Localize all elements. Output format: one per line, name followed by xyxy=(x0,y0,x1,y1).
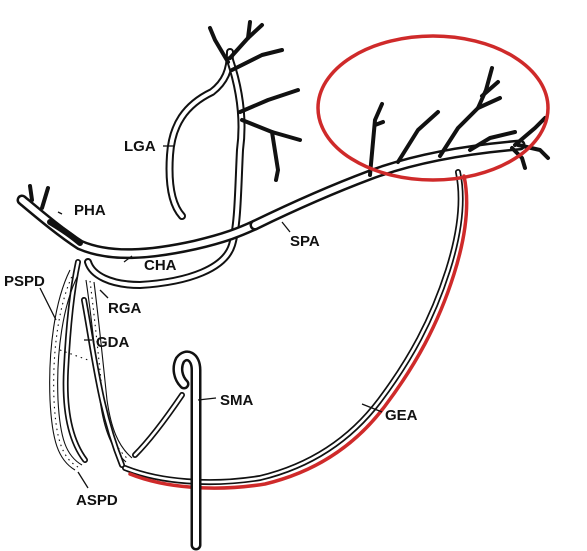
label-gda: GDA xyxy=(96,334,130,351)
left-gastric-artery xyxy=(84,20,302,289)
label-rga: RGA xyxy=(108,300,142,317)
superior-mesenteric-artery xyxy=(132,350,202,551)
label-lga: LGA xyxy=(124,138,156,155)
highlight-ellipse xyxy=(316,34,550,182)
label-spa: SPA xyxy=(290,233,320,250)
label-leaders xyxy=(39,145,383,489)
common-hepatic-artery xyxy=(16,184,261,260)
label-pspd: PSPD xyxy=(4,273,45,290)
label-sma: SMA xyxy=(220,392,254,409)
splenic-artery xyxy=(249,66,550,231)
label-gea: GEA xyxy=(385,407,418,424)
label-cha: CHA xyxy=(144,257,177,274)
gastroepiploic-artery xyxy=(122,169,469,490)
gea-highlight-line xyxy=(128,174,469,490)
labels: LGA PHA CHA SPA PSPD RGA GDA SMA GEA ASP… xyxy=(4,138,418,509)
label-pha: PHA xyxy=(74,202,106,219)
pancreaticoduodenal-arcade xyxy=(49,259,133,471)
label-aspd: ASPD xyxy=(76,492,118,509)
